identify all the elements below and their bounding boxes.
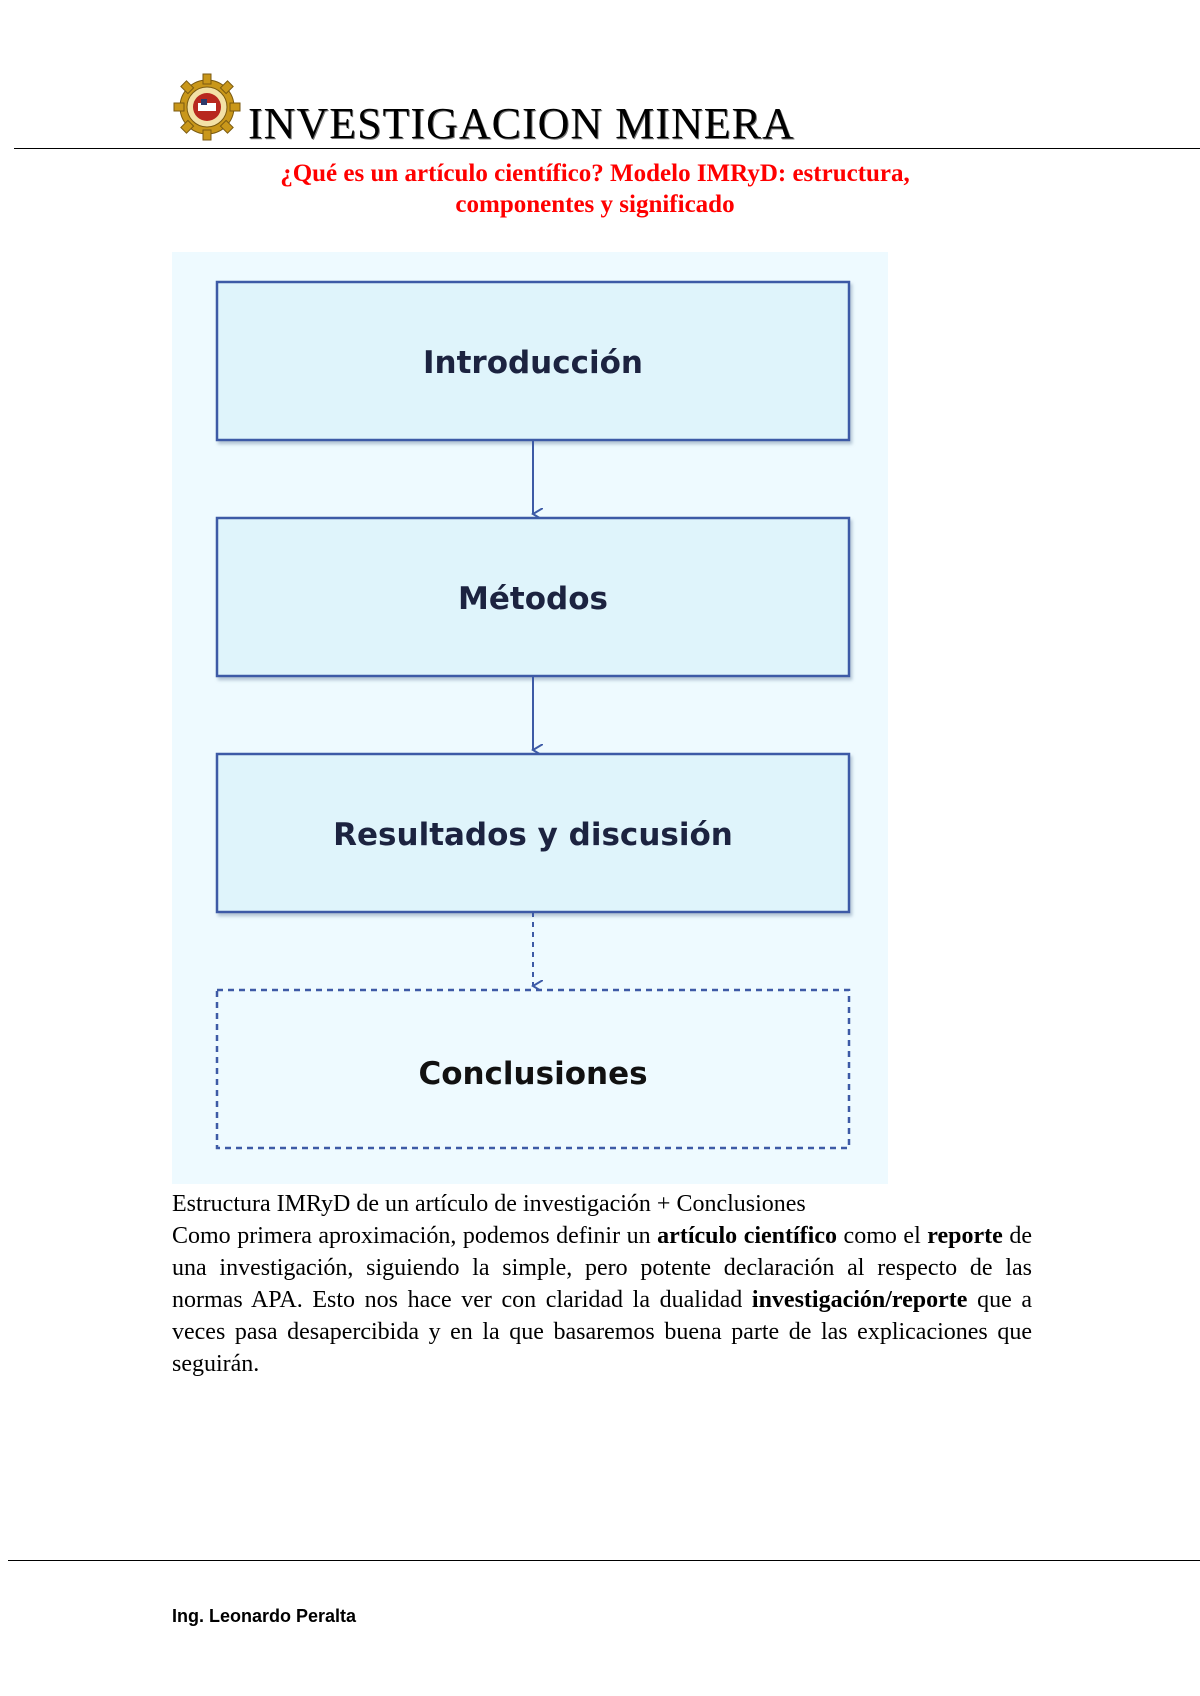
- body-paragraph: Como primera aproximación, podemos defin…: [172, 1220, 1032, 1380]
- header-divider: [14, 148, 1200, 149]
- box-conclusiones-label: Conclusiones: [418, 1056, 647, 1092]
- box-resultados-label: Resultados y discusión: [333, 817, 733, 853]
- document-title: ¿Qué es un artículo científico? Modelo I…: [210, 158, 980, 220]
- box-resultados: Resultados y discusión: [215, 752, 851, 914]
- body-bold-investigacion-reporte: investigación/reporte: [751, 1287, 968, 1313]
- box-metodos-label: Métodos: [458, 581, 608, 617]
- body-text-1: Como primera aproximación, podemos defin…: [172, 1223, 658, 1249]
- imryd-diagram: Introducción Métodos Resultados y discus…: [172, 252, 888, 1184]
- document-title-line-1: ¿Qué es un artículo científico? Modelo I…: [280, 160, 910, 187]
- footer-author: Ing. Leonardo Peralta: [172, 1606, 357, 1626]
- document-title-line-2: componentes y significado: [455, 191, 735, 218]
- box-metodos: Métodos: [215, 516, 851, 678]
- mining-gear-emblem-icon: [172, 72, 242, 142]
- header-title: INVESTIGACION MINERA: [248, 99, 795, 148]
- body-bold-articulo: artículo científico: [657, 1223, 837, 1249]
- body-text-3: de una investigación, siguiendo la simpl…: [172, 1223, 1032, 1313]
- body-bold-reporte: reporte: [927, 1223, 1003, 1249]
- box-conclusiones: Conclusiones: [215, 988, 851, 1150]
- diagram-caption: Estructura IMRyD de un artículo de inves…: [172, 1191, 806, 1217]
- body-text-4: que a veces pasa desapercibida y en la q…: [172, 1287, 1032, 1377]
- body-text-2: como el: [837, 1223, 928, 1249]
- footer-divider: [8, 1560, 1200, 1561]
- box-introduccion: Introducción: [215, 280, 851, 442]
- box-introduccion-label: Introducción: [423, 345, 643, 381]
